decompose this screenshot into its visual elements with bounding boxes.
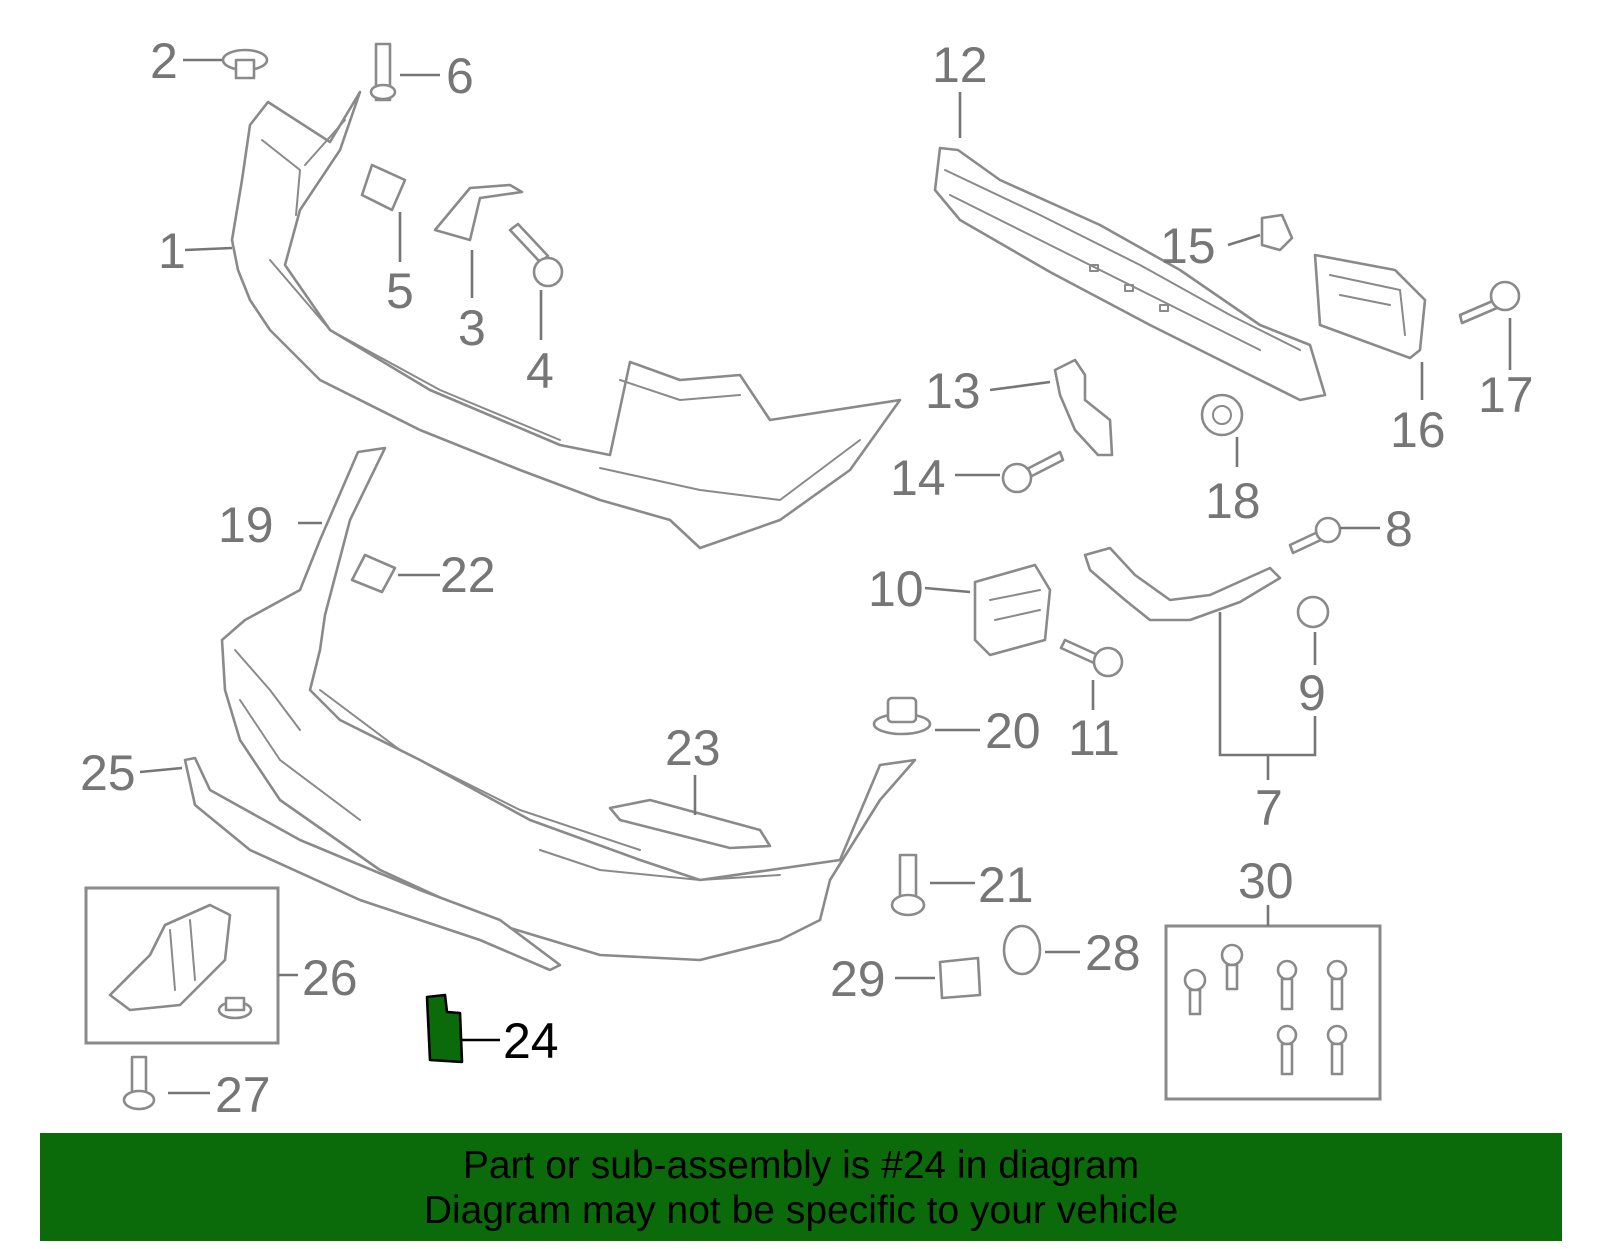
part-21-bolt[interactable] — [890, 853, 926, 917]
callout-8[interactable]: 8 — [1385, 501, 1413, 557]
callout-20[interactable]: 20 — [985, 703, 1041, 759]
part-1-bumper-cover[interactable] — [230, 90, 902, 550]
part-23-strip[interactable] — [608, 798, 772, 850]
callout-25[interactable]: 25 — [80, 745, 136, 801]
part-28-seal[interactable] — [1002, 924, 1042, 976]
part-9-clip[interactable] — [1296, 595, 1330, 629]
part-19-lower-bumper-cover[interactable] — [220, 446, 917, 962]
callout-19[interactable]: 19 — [218, 497, 274, 553]
part-16-bracket[interactable] — [1313, 253, 1427, 360]
part-11-bolt[interactable] — [1059, 638, 1124, 678]
callout-4[interactable]: 4 — [526, 343, 554, 399]
callout-23[interactable]: 23 — [665, 720, 721, 776]
callout-7[interactable]: 7 — [1255, 780, 1283, 836]
part-15-clip[interactable] — [1260, 213, 1294, 252]
part-8-bolt[interactable] — [1288, 516, 1342, 555]
callout-16[interactable]: 16 — [1390, 402, 1446, 458]
callout-labels: 2 6 1 5 3 4 12 15 13 14 18 16 17 8 10 11… — [80, 33, 1534, 1123]
callout-12[interactable]: 12 — [932, 37, 988, 93]
callout-1[interactable]: 1 — [158, 223, 186, 279]
banner-line-disclaimer: Diagram may not be specific to your vehi… — [423, 1189, 1179, 1232]
parts-diagram: 2 6 1 5 3 4 12 15 13 14 18 16 17 8 10 11… — [80, 33, 1534, 1123]
banner-line-part: Part or sub-assembly is #24 in diagram — [462, 1144, 1140, 1187]
part-6-bolt[interactable] — [369, 42, 397, 102]
part-13-bracket[interactable] — [1053, 358, 1114, 457]
callout-2[interactable]: 2 — [150, 33, 178, 89]
callout-6[interactable]: 6 — [446, 48, 474, 104]
callout-9[interactable]: 9 — [1298, 665, 1326, 721]
callout-5[interactable]: 5 — [386, 263, 414, 319]
callout-27[interactable]: 27 — [215, 1067, 271, 1123]
part-17-bolt[interactable] — [1458, 280, 1521, 325]
part-4-bolt[interactable] — [508, 222, 564, 288]
callout-10[interactable]: 10 — [868, 561, 924, 617]
part-12-reinforcement-beam[interactable] — [933, 146, 1327, 402]
callout-30[interactable]: 30 — [1238, 853, 1294, 909]
part-3-bracket[interactable] — [433, 183, 524, 242]
part-27-bolt[interactable] — [122, 1055, 156, 1111]
part-25-skid-plate[interactable] — [183, 756, 562, 972]
leader-lines — [139, 58, 1512, 1095]
part-2-clip[interactable] — [221, 48, 269, 80]
info-banner: Part or sub-assembly is #24 in diagram D… — [40, 1133, 1562, 1241]
callout-18[interactable]: 18 — [1205, 473, 1261, 529]
callout-15[interactable]: 15 — [1160, 218, 1216, 274]
callout-21[interactable]: 21 — [978, 857, 1034, 913]
callout-13[interactable]: 13 — [925, 363, 981, 419]
callout-28[interactable]: 28 — [1085, 925, 1141, 981]
part-14-bolt[interactable] — [1001, 450, 1065, 494]
part-18-nut[interactable] — [1200, 393, 1244, 437]
part-26-kit[interactable] — [84, 886, 280, 1045]
callout-24-selected[interactable]: 24 — [503, 1013, 559, 1069]
part-5-pad[interactable] — [360, 163, 407, 212]
part-20-grommet[interactable] — [872, 696, 932, 736]
part-29-pad[interactable] — [938, 956, 982, 1000]
part-7-side-bracket[interactable] — [1083, 546, 1282, 622]
callout-29[interactable]: 29 — [830, 951, 886, 1007]
callout-17[interactable]: 17 — [1478, 367, 1534, 423]
callout-22[interactable]: 22 — [440, 547, 496, 603]
part-10-bracket[interactable] — [973, 563, 1052, 657]
callout-14[interactable]: 14 — [890, 450, 946, 506]
callout-11[interactable]: 11 — [1068, 710, 1120, 766]
part-22-pad[interactable] — [350, 553, 397, 594]
part-24-bracket-highlighted[interactable] — [425, 993, 464, 1064]
part-30-hardware-kit[interactable] — [1164, 924, 1382, 1101]
callout-26[interactable]: 26 — [302, 950, 358, 1006]
callout-3[interactable]: 3 — [458, 300, 486, 356]
